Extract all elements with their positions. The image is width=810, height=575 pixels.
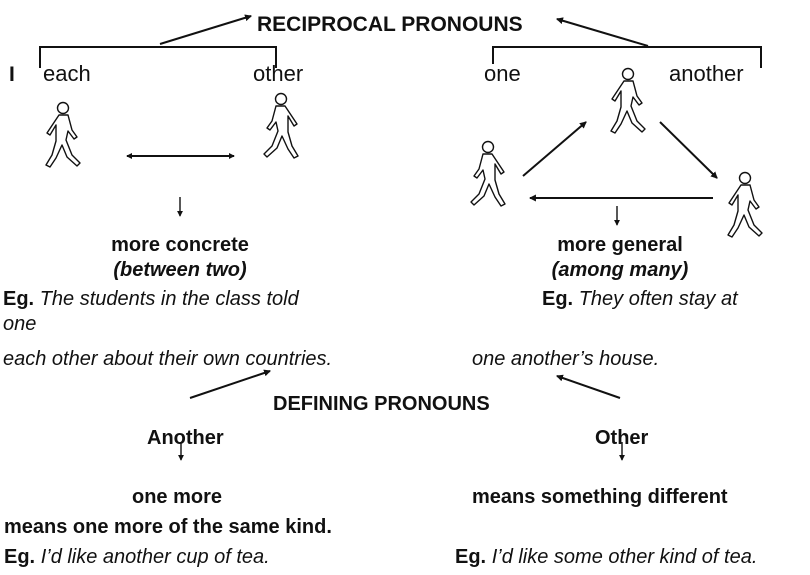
left-example-line3: each other about their own countries.	[3, 348, 333, 370]
arrow-right-to-title	[555, 17, 649, 47]
right-sense: more general	[557, 234, 683, 256]
left-example-line1: Eg. The students in the class told	[3, 288, 299, 311]
left-note: (between two)	[113, 259, 247, 281]
word-each: each	[43, 61, 91, 86]
left-sense-defining: one more	[132, 486, 223, 508]
word-another-defining: Another	[147, 427, 224, 449]
eg-label: Eg.	[3, 288, 35, 310]
arrow-right-example	[556, 374, 621, 399]
right-note: (among many)	[551, 259, 689, 281]
word-other: other	[253, 61, 304, 86]
bracket-one-another	[492, 46, 762, 68]
left-meaning-defining: means one more of the same kind.	[4, 516, 332, 538]
left-example-line2: one	[3, 313, 37, 335]
right-example-line1: Eg. They often stay at	[542, 288, 738, 311]
arrow-to-right-walker	[659, 121, 718, 179]
left-example-defining: Eg. I’d like another cup of tea.	[4, 546, 270, 569]
left-sense: more concrete	[111, 234, 249, 256]
example-text: I’d like another cup of tea.	[40, 546, 270, 568]
example-text: The students in the class told	[39, 288, 299, 310]
eg-label: Eg.	[4, 546, 36, 568]
walking-person-icon	[470, 140, 506, 207]
walking-person-icon	[45, 101, 81, 168]
walking-person-icon	[727, 171, 763, 238]
example-text: They often stay at	[578, 288, 738, 310]
example-text: I’d like some other kind of tea.	[491, 546, 758, 568]
arrow-left-to-title	[159, 14, 253, 45]
reciprocal-title: RECIPROCAL PRONOUNS	[257, 13, 523, 36]
right-meaning-defining: means something different	[472, 486, 728, 508]
bracket-each-other	[39, 46, 277, 68]
word-one: one	[484, 61, 521, 86]
defining-title: DEFINING PRONOUNS	[273, 393, 490, 415]
section-numeral: I	[9, 63, 15, 86]
right-example-defining: Eg. I’d like some other kind of tea.	[455, 546, 757, 569]
arrow-left-example	[189, 369, 271, 399]
arrow-to-top-walker	[522, 121, 587, 177]
walking-person-icon	[610, 67, 646, 134]
word-another: another	[669, 61, 744, 86]
word-other-defining: Other	[595, 427, 649, 449]
right-example-line2: one another’s house.	[472, 348, 660, 370]
walking-person-icon	[263, 92, 299, 159]
eg-label: Eg.	[542, 288, 574, 310]
eg-label: Eg.	[455, 546, 487, 568]
